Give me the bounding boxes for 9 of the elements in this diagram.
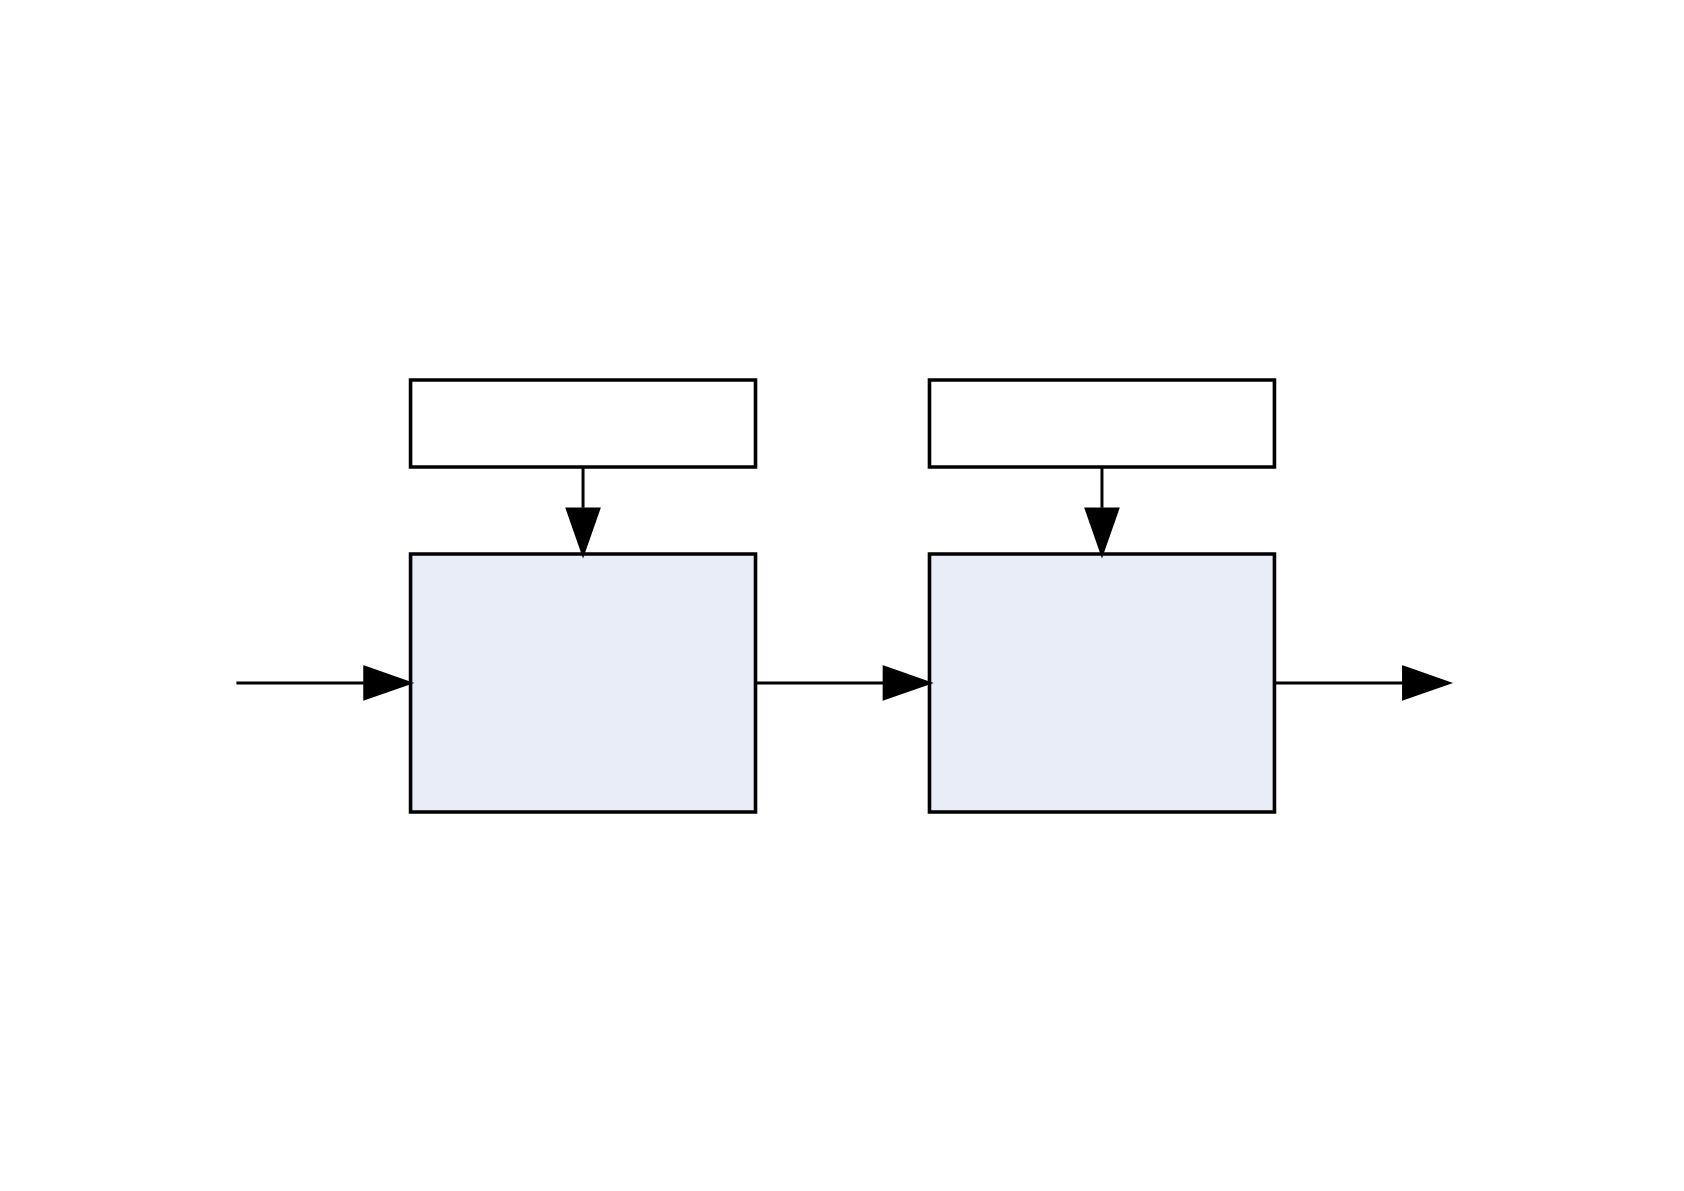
node-box	[927, 377, 1276, 469]
node-box	[408, 377, 757, 469]
arrow	[1274, 664, 1453, 701]
arrow	[564, 466, 601, 558]
arrow	[755, 664, 934, 701]
node-box	[927, 551, 1276, 814]
node-box	[408, 551, 757, 814]
arrow	[235, 664, 414, 701]
arrow	[1083, 466, 1120, 558]
